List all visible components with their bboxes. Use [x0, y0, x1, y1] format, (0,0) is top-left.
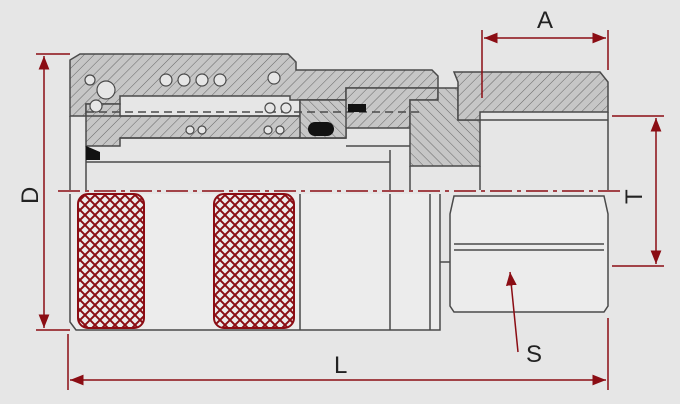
- hex-section: [452, 71, 609, 121]
- section-view: [69, 53, 609, 190]
- label-a: A: [537, 7, 553, 34]
- knurl-band-right: [213, 193, 295, 329]
- label-l: L: [334, 352, 347, 379]
- dimension-s-leader: [505, 271, 519, 353]
- label-t: T: [621, 189, 648, 204]
- hex-nut: [449, 195, 609, 313]
- label-d: D: [17, 187, 44, 204]
- knurl-band-left: [77, 193, 145, 329]
- balls: [84, 71, 292, 135]
- exterior-view: [69, 194, 609, 331]
- seals: [86, 104, 366, 160]
- dimensions: [36, 30, 664, 390]
- label-s: S: [526, 341, 542, 368]
